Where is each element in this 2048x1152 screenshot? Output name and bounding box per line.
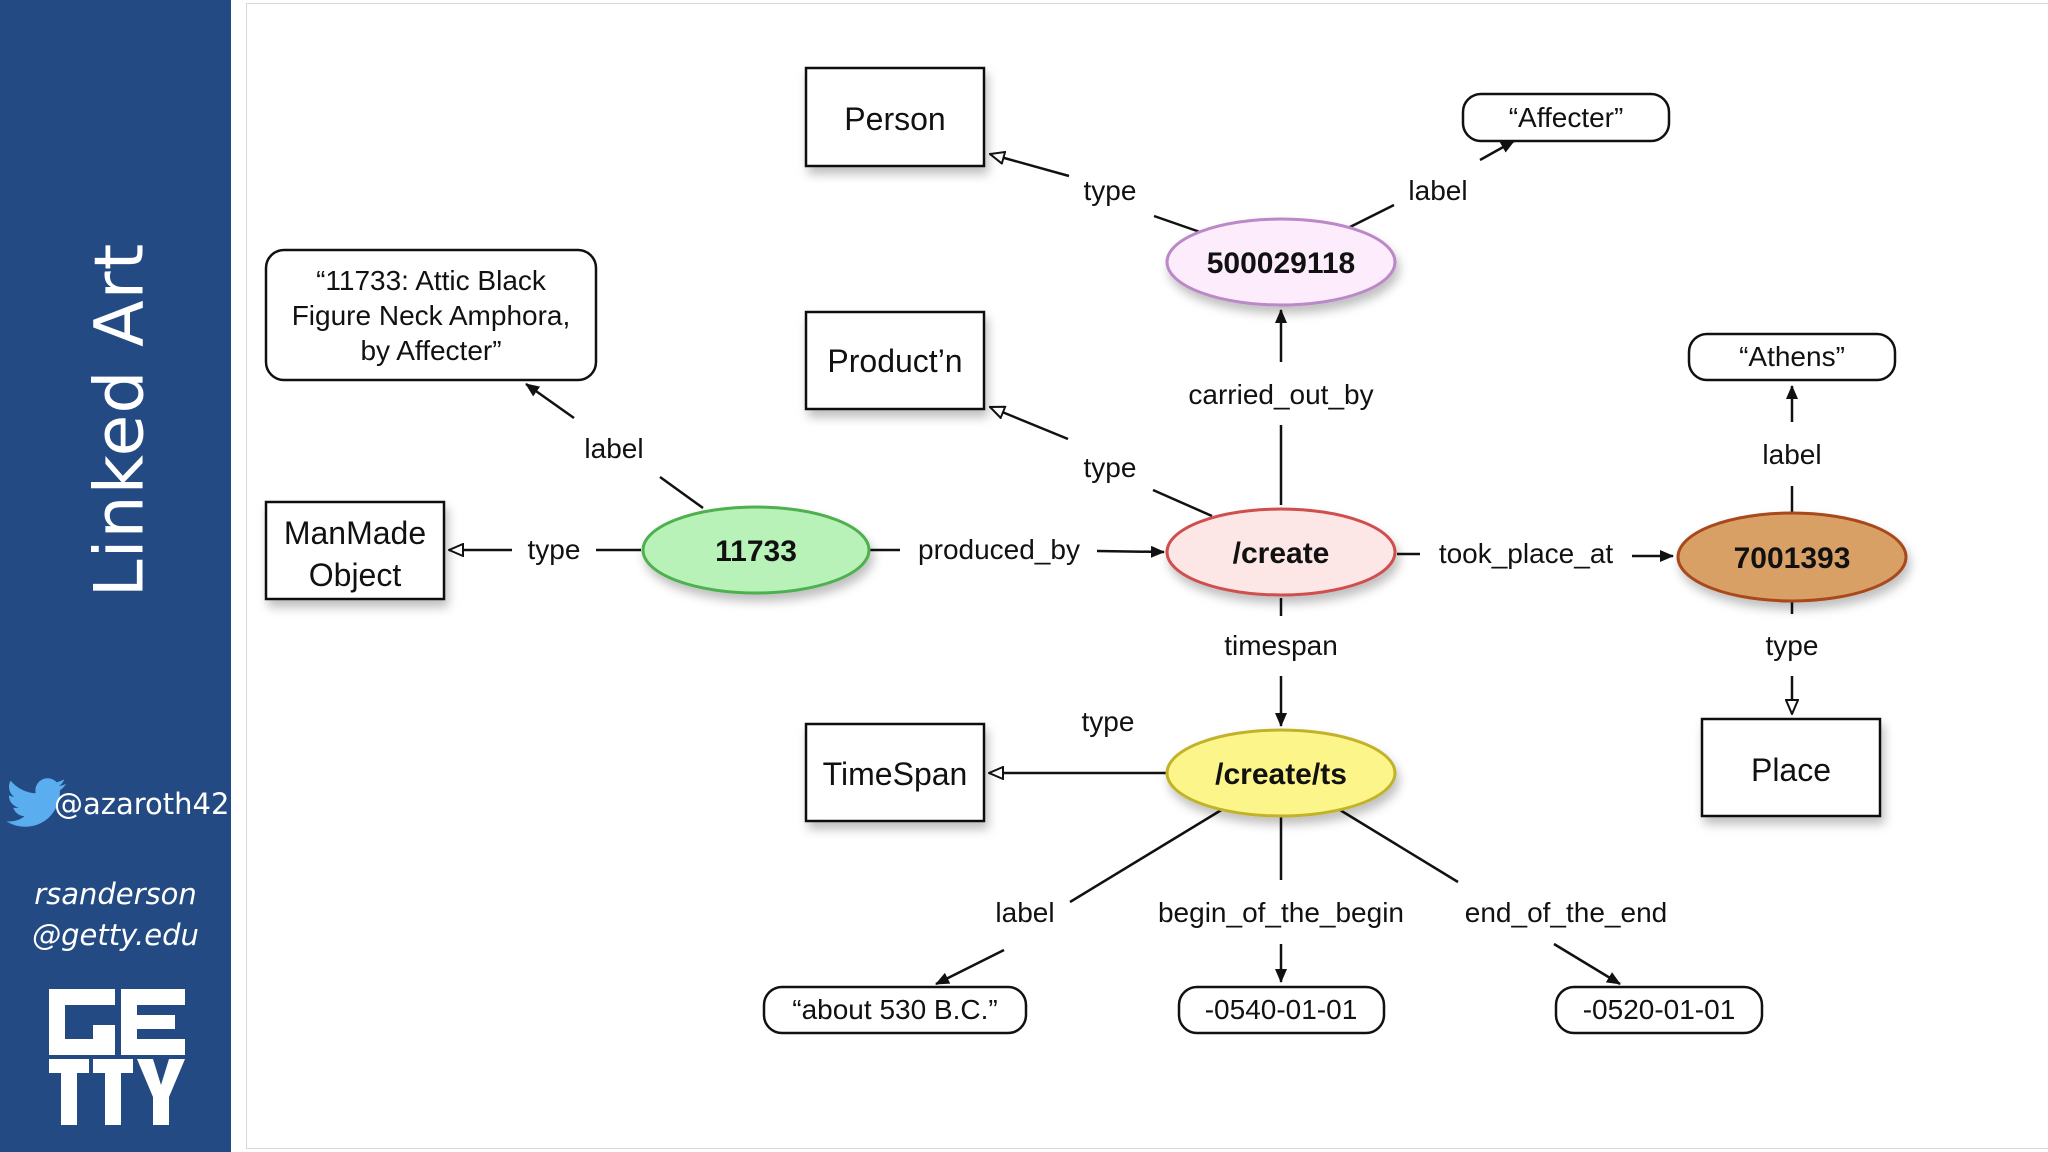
edge-actor-type-tail [1153, 214, 1201, 234]
diagram-panel [246, 3, 2048, 1149]
literal-object-label-line-1: “11733: Attic Black [316, 265, 547, 296]
node-object-label: 11733 [715, 535, 797, 568]
edge-label-timespan: timespan [1224, 630, 1338, 661]
class-box-place: Place [1700, 717, 1882, 818]
class-box-timespan: TimeSpan [804, 722, 986, 823]
edge-ts-label-arrow [935, 948, 1005, 986]
literal-affecter-text: “Affecter” [1509, 102, 1624, 133]
edge-label-ts-type: type [1082, 706, 1135, 737]
literal-object-label: “11733: Attic Black Figure Neck Amphora,… [264, 248, 598, 382]
edge-end-tail [1339, 808, 1459, 884]
literal-object-label-line-3: by Affecter” [360, 335, 501, 366]
edge-label-begin-of-the-begin: begin_of_the_begin [1158, 897, 1404, 928]
literal-begin: -0540-01-01 [1177, 985, 1386, 1035]
literal-about-text: “about 530 B.C.” [792, 994, 997, 1025]
edge-label-object-label: label [584, 433, 643, 464]
edge-label-place-label: label [1762, 439, 1821, 470]
node-actor-label: 500029118 [1207, 247, 1356, 280]
node-place-label: 7001393 [1734, 542, 1851, 575]
node-actor: 500029118 [1165, 217, 1397, 307]
class-manmade-line-2: Object [309, 557, 402, 593]
twitter-contact: @azaroth42 [6, 776, 229, 832]
contact-line-1: rsanderson [34, 877, 197, 911]
literal-end-text: -0520-01-01 [1583, 994, 1736, 1025]
twitter-handle: @azaroth42 [54, 787, 230, 821]
node-place: 7001393 [1676, 511, 1908, 603]
class-manmade-line-1: ManMade [284, 515, 426, 551]
edge-label-actor-label: label [1408, 175, 1467, 206]
edge-produced-arrow [1096, 545, 1165, 558]
node-timespan: /create/ts [1165, 728, 1397, 818]
twitter-bird-icon [6, 778, 66, 827]
sidebar: Linked Art @azaroth42 rsanderson @getty.… [0, 0, 231, 1152]
edge-actor-type-arrow [990, 154, 1070, 178]
contact-email: rsanderson @getty.edu [0, 874, 231, 956]
literal-athens: “Athens” [1687, 332, 1897, 382]
edge-end-arrow [1553, 942, 1621, 986]
node-object: 11733 [641, 505, 871, 595]
class-production-label: Product’n [827, 343, 962, 379]
class-place-label: Place [1751, 752, 1831, 788]
class-box-person: Person [804, 66, 986, 168]
edge-create-type-arrow [990, 407, 1069, 441]
class-box-production: Product’n [804, 310, 986, 411]
edge-actor-label-tail [1347, 203, 1395, 230]
literal-athens-text: “Athens” [1739, 341, 1845, 372]
node-timespan-label: /create/ts [1215, 758, 1347, 791]
edge-label-took-place-at: took_place_at [1439, 538, 1614, 569]
literal-affecter: “Affecter” [1461, 92, 1671, 143]
contact-line-2: @getty.edu [32, 918, 199, 952]
literal-about: “about 530 B.C.” [762, 985, 1028, 1035]
edge-create-type-tail [1152, 488, 1213, 518]
literal-begin-text: -0540-01-01 [1205, 994, 1358, 1025]
class-box-manmade-object: ManMade Object [264, 500, 446, 601]
edge-label-create-type: type [1084, 452, 1137, 483]
edge-label-ts-label: label [995, 897, 1054, 928]
class-person-label: Person [844, 101, 945, 137]
edge-label-end-of-the-end: end_of_the_end [1465, 897, 1667, 928]
edge-object-label-tail [659, 475, 704, 510]
edge-ts-label-tail [1069, 807, 1224, 904]
edge-label-place-type: type [1766, 630, 1819, 661]
edge-label-produced-by: produced_by [918, 534, 1080, 565]
getty-logo [49, 989, 185, 1125]
edge-label-actor-type: type [1084, 175, 1137, 206]
node-create: /create [1165, 507, 1397, 597]
literal-end: -0520-01-01 [1554, 985, 1764, 1035]
literal-object-label-line-2: Figure Neck Amphora, [292, 300, 571, 331]
edge-actor-label-arrow [1479, 139, 1515, 162]
node-create-label: /create [1233, 537, 1330, 570]
edge-label-object-type: type [528, 534, 581, 565]
class-timespan-label: TimeSpan [823, 756, 968, 792]
edge-label-carried-out-by: carried_out_by [1188, 379, 1373, 410]
edge-object-label-arrow [525, 382, 575, 420]
